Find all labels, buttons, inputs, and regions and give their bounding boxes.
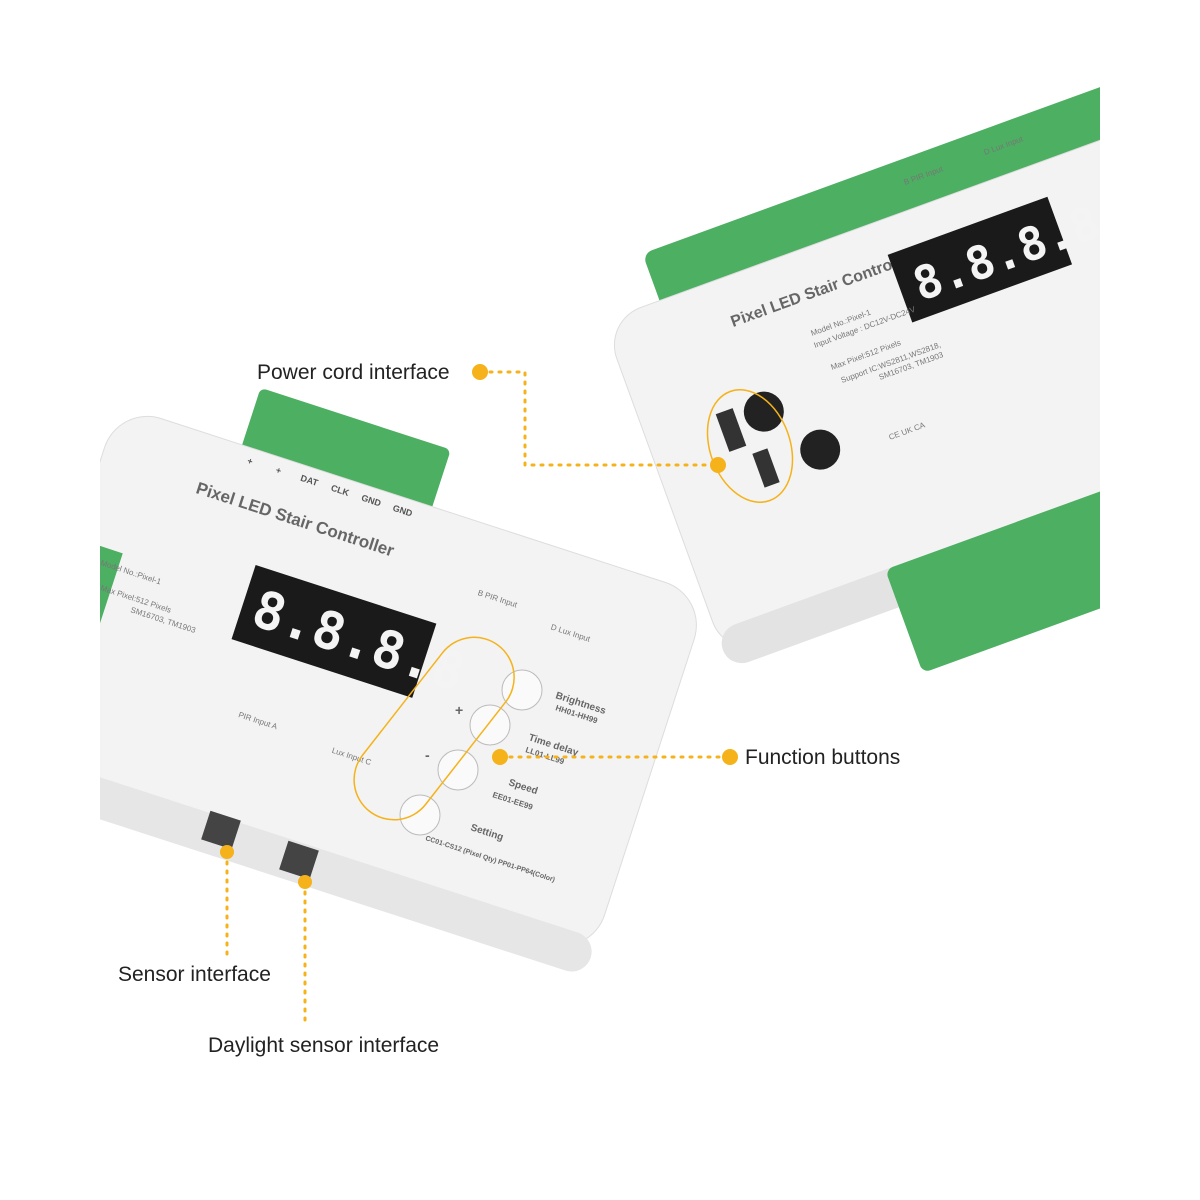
callout-sensor: Sensor interface [118,845,271,986]
controller-top-right: Pixel LED Stair Controller 8.8.8.8 Model… [613,64,1100,671]
svg-text:-: - [425,747,430,763]
terminal-block-top [237,389,450,525]
sensor-port-2 [752,448,780,488]
power-jack-minus [800,429,841,470]
sensor-port-1 [715,408,747,452]
controller-bottom-left: + + DAT CLK GND GND Pixel LED Stair Cont… [99,389,697,972]
power-jack-plus [743,391,784,432]
speed-button[interactable] [437,749,479,791]
setting-button[interactable] [399,794,441,836]
svg-text:Function buttons: Function buttons [745,746,900,769]
svg-text:Sensor interface: Sensor interface [118,963,271,986]
terminal-label-plus-2: + [275,465,283,476]
callout-function: Function buttons [492,746,900,769]
brightness-button[interactable] [501,669,543,711]
svg-text:+: + [455,702,463,718]
terminal-label-plus-1: + [246,456,254,467]
callout-power: Power cord interface [257,361,726,473]
svg-text:Power cord interface: Power cord interface [257,361,450,384]
highlight-ring-buttons [353,636,515,821]
led-display [231,564,437,698]
lux-sensor-port [279,840,319,880]
led-display [887,196,1073,323]
pir-sensor-port [201,810,241,850]
callout-daylight: Daylight sensor interface [208,875,439,1057]
svg-text:Daylight sensor interface: Daylight sensor interface [208,1034,439,1057]
terminal-block-bottom [887,448,1100,671]
